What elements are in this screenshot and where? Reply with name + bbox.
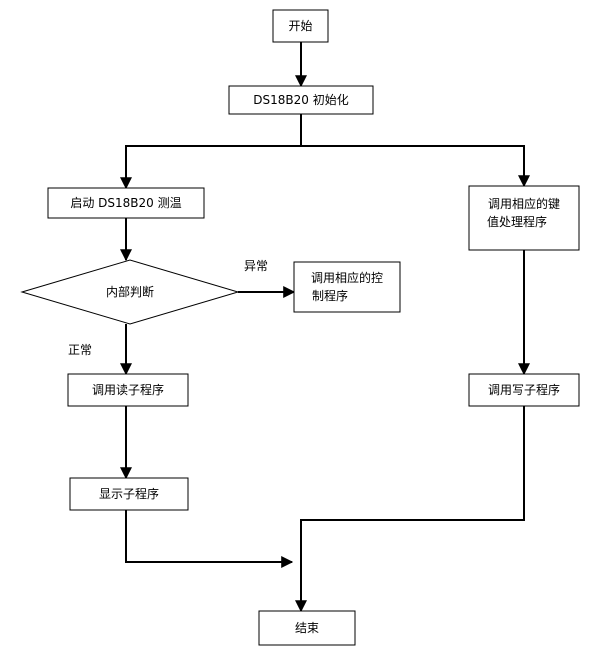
node-judge: 内部判断: [20, 259, 240, 325]
node-judge-label: 内部判断: [106, 284, 154, 299]
node-end: 结束: [258, 610, 356, 646]
node-measure-box: [47, 187, 205, 219]
node-control-box: [293, 261, 401, 313]
node-end-label: 结束: [295, 621, 319, 635]
node-keyproc: 调用相应的键 值处理程序: [468, 185, 580, 251]
node-read: 调用读子程序: [67, 373, 189, 407]
node-measure-label: 启动 DS18B20 测温: [70, 196, 181, 210]
node-start-label: 开始: [288, 19, 312, 33]
node-display: 显示子程序: [69, 477, 189, 511]
node-write: 调用写子程序: [468, 373, 580, 407]
edge-label-normal: 正常: [68, 343, 92, 357]
edge-display-to-end: [125, 510, 294, 568]
node-read-box: [67, 373, 189, 407]
node-init: DS18B20 初始化: [228, 85, 374, 115]
node-start-box: [272, 9, 329, 43]
node-keyproc-label-line2: 值处理程序: [487, 214, 547, 229]
edge-write-to-end: [295, 406, 525, 613]
node-judge-diamond: [20, 259, 240, 325]
edge-split-to-keyproc: [301, 145, 530, 188]
node-display-box: [69, 477, 189, 511]
node-control-label-line2: 制程序: [312, 288, 348, 303]
node-write-box: [468, 373, 580, 407]
edge-split-to-measure: [120, 145, 301, 190]
node-display-label: 显示子程序: [99, 486, 159, 501]
node-measure: 启动 DS18B20 测温: [47, 187, 205, 219]
node-control-label-line1: 调用相应的控: [311, 270, 383, 285]
node-init-box: [228, 85, 374, 115]
node-init-label: DS18B20 初始化: [253, 93, 348, 107]
node-end-box: [258, 610, 356, 646]
node-keyproc-label-line1: 调用相应的键: [488, 196, 560, 211]
edge-label-abnormal: 异常: [244, 259, 268, 273]
node-control: 调用相应的控 制程序: [293, 261, 401, 313]
node-write-label: 调用写子程序: [488, 382, 560, 397]
flow-edges: [120, 42, 530, 613]
node-keyproc-box: [468, 185, 580, 251]
node-read-label: 调用读子程序: [92, 382, 164, 397]
node-start: 开始: [272, 9, 329, 43]
